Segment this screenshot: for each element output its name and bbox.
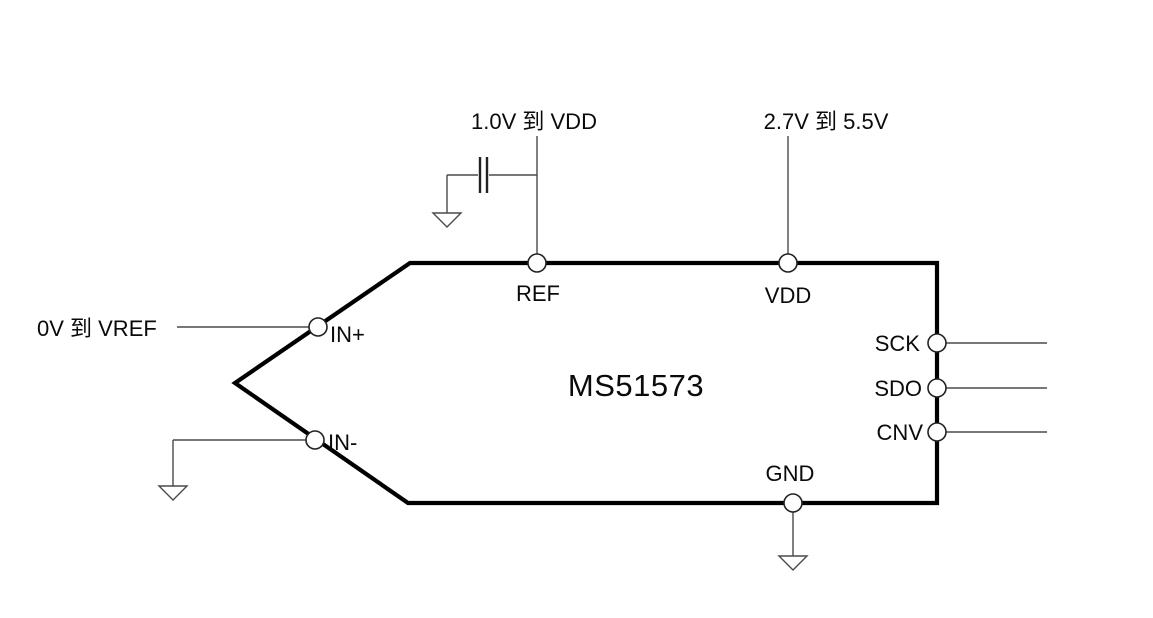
pin-label-sdo: SDO (874, 376, 922, 401)
pin-label-ref: REF (516, 281, 560, 306)
label-vdd-range: 2.7V 到 5.5V (764, 109, 889, 134)
pin-terminal-sdo (927, 378, 947, 398)
pin-label-gnd: GND (766, 461, 815, 486)
pin-label-sck: SCK (875, 331, 921, 356)
ground-symbol-cap (431, 212, 463, 228)
pin-terminal-in-minus (305, 430, 325, 450)
pin-label-in-minus: IN- (328, 430, 357, 455)
pin-terminal-in-plus (308, 317, 328, 337)
pin-terminal-ref (527, 253, 547, 273)
pin-label-vdd: VDD (765, 283, 811, 308)
pin-terminal-sck (927, 333, 947, 353)
pin-terminal-vdd (778, 253, 798, 273)
ground-symbol-gnd (777, 555, 809, 571)
ground-symbol-in-minus (157, 485, 189, 501)
pin-label-cnv: CNV (877, 420, 924, 445)
chip-body (231, 260, 940, 506)
label-in-plus-range: 0V 到 VREF (37, 316, 157, 341)
chip-name: MS51573 (568, 368, 704, 403)
pin-label-in-plus: IN+ (330, 322, 365, 347)
pin-terminal-gnd (783, 493, 803, 513)
label-ref-range: 1.0V 到 VDD (471, 109, 597, 134)
pin-terminal-cnv (927, 422, 947, 442)
